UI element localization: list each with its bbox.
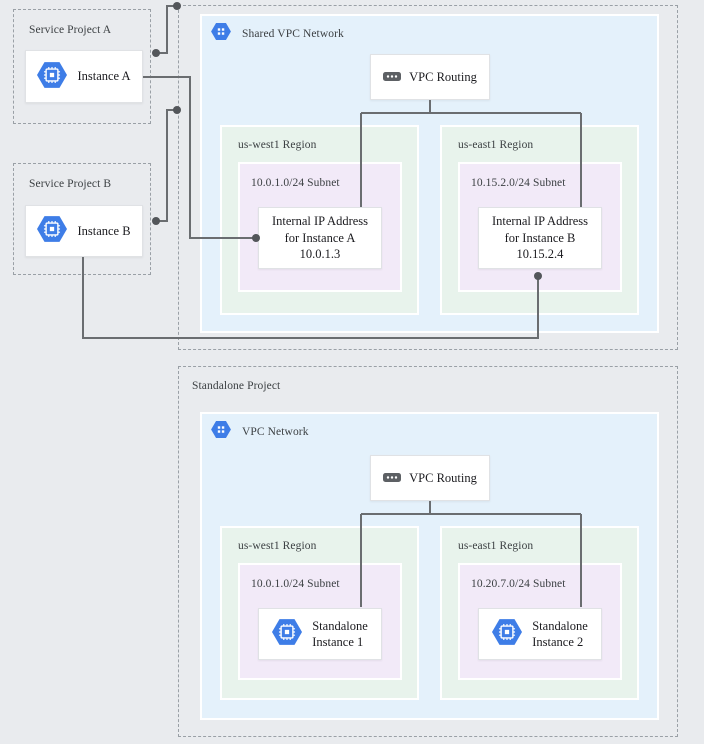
standalone-instance-2-node: Standalone Instance 2 (478, 608, 602, 660)
standalone-instance-1-line2: Instance 1 (312, 635, 364, 649)
subnet-shared-east-label: 10.15.2.0/24 Subnet (471, 177, 566, 189)
subnet-shared-west-label: 10.0.1.0/24 Subnet (251, 177, 340, 189)
internal-ip-a-node: Internal IP Address for Instance A 10.0.… (258, 207, 382, 269)
region-us-west1-standalone-label: us-west1 Region (238, 540, 317, 552)
vpc-network-icon (211, 23, 231, 45)
service-project-b-label: Service Project B (29, 178, 112, 190)
vpc-routing-icon (383, 471, 402, 486)
standalone-instance-1-node: Standalone Instance 1 (258, 608, 382, 660)
instance-b-label: Instance B (77, 223, 131, 238)
standalone-instance-2-line1: Standalone (532, 618, 588, 633)
internal-ip-b-node: Internal IP Address for Instance B 10.15… (478, 207, 602, 269)
vpc-routing-icon (383, 70, 402, 85)
compute-instance-icon (37, 216, 68, 246)
vpc-routing-node-shared: VPC Routing (370, 54, 490, 100)
vpc-network-label-standalone: VPC Network (242, 426, 309, 438)
instance-b-node: Instance B (25, 205, 143, 257)
vpc-routing-label-shared: VPC Routing (409, 69, 477, 84)
internal-ip-a-address: 10.0.1.3 (299, 247, 341, 262)
internal-ip-b-line1: Internal IP Address (491, 214, 589, 229)
service-project-a-box: Service Project A (13, 9, 151, 124)
vpc-routing-node-standalone: VPC Routing (370, 455, 490, 501)
standalone-instance-1-line1: Standalone (312, 618, 368, 633)
internal-ip-b-line2: for Instance B (504, 230, 576, 245)
region-us-east1-shared-label: us-east1 Region (458, 139, 534, 151)
region-us-east1-standalone-label: us-east1 Region (458, 540, 534, 552)
standalone-project-label: Standalone Project (192, 380, 281, 392)
internal-ip-a-line1: Internal IP Address (271, 214, 369, 229)
service-project-a-label: Service Project A (29, 24, 112, 36)
standalone-instance-2-line2: Instance 2 (532, 635, 584, 649)
standalone-project-box: Standalone Project (178, 366, 678, 737)
shared-vpc-network-label: Shared VPC Network (242, 28, 344, 40)
instance-a-label: Instance A (77, 69, 131, 84)
vpc-network-icon (211, 421, 231, 443)
subnet-standalone-west-label: 10.0.1.0/24 Subnet (251, 578, 340, 590)
subnet-standalone-east-label: 10.20.7.0/24 Subnet (471, 578, 566, 590)
region-us-west1-shared-label: us-west1 Region (238, 139, 317, 151)
compute-instance-icon (492, 619, 523, 649)
internal-ip-b-address: 10.15.2.4 (516, 247, 564, 262)
vpc-routing-label-standalone: VPC Routing (409, 470, 477, 485)
compute-instance-icon (37, 61, 68, 92)
instance-a-node: Instance A (25, 50, 143, 103)
compute-instance-icon (272, 619, 303, 649)
internal-ip-a-line2: for Instance A (284, 230, 356, 245)
